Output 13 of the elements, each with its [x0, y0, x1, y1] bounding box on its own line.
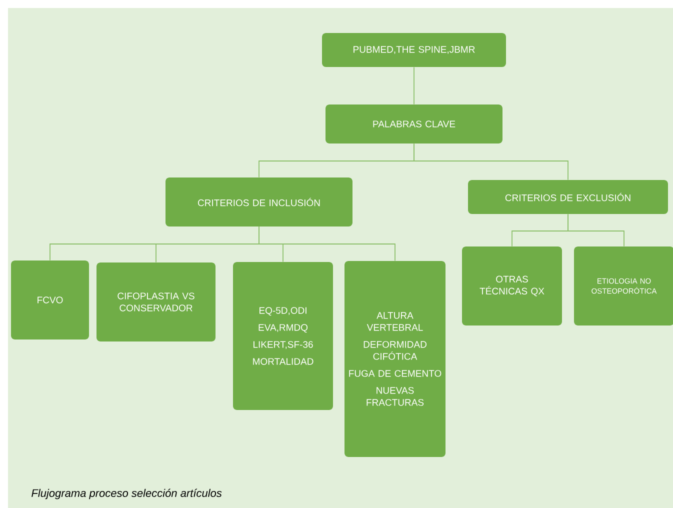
process-box: ALTURA VERTEBRAL DEFORMIDAD CIFÓTICA FUGA DE CEMENTO NUEVAS FRACTURAS — [344, 261, 446, 457]
connector-line — [568, 214, 624, 247]
connector-line — [414, 143, 568, 180]
process-box: FCVO — [11, 260, 89, 340]
caption: Flujograma proceso selección artículos — [32, 488, 222, 500]
process-box: CIFOPLASTIA VS CONSERVADOR — [96, 262, 216, 342]
process-box: EQ-5D,ODI EVA,RMDQ LIKERT,SF-36 MORTALIDAD — [233, 262, 333, 410]
process-box: PALABRAS CLAVE — [326, 104, 502, 144]
process-box: OTRAS TÉCNICAS QX — [462, 246, 562, 326]
connector-line — [258, 226, 396, 262]
process-box: CRITERIOS DE EXCLUSIÓN — [468, 180, 668, 214]
process-box: CRITERIOS DE INCLUSIÓN — [166, 178, 352, 226]
process-box: PUBMED,THE SPINE,JBMR — [322, 33, 506, 67]
